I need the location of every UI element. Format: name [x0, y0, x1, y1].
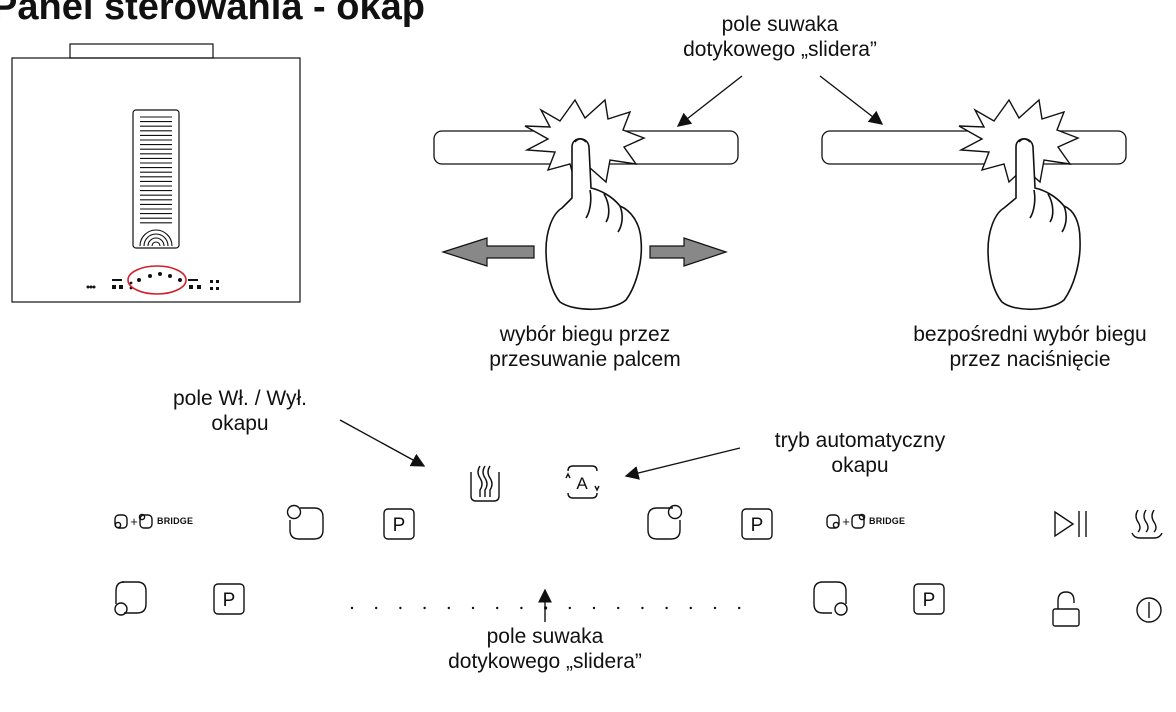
bridge-label-right: BRIDGE: [869, 516, 906, 526]
pointer-arrow: [676, 75, 743, 127]
slider-dot[interactable]: [496, 606, 499, 610]
power-icon[interactable]: [1136, 597, 1162, 623]
plus-sign: +: [130, 514, 138, 529]
swipe-right-arrow: [649, 237, 728, 267]
bridge-icon[interactable]: [114, 513, 153, 529]
program-icon[interactable]: [213, 583, 245, 615]
auto-label: A: [576, 474, 588, 493]
slider-dot[interactable]: [447, 606, 450, 610]
hood-vent-grille: [132, 109, 180, 249]
auto-mode-label: tryb automatyczny okapu: [774, 429, 946, 477]
slider-highlight-ellipse: [127, 265, 187, 295]
lock-icon[interactable]: [1052, 591, 1080, 627]
zone-rear-right-icon[interactable]: [647, 504, 683, 540]
swipe-left-arrow: [441, 237, 535, 267]
slider-dot[interactable]: [689, 606, 692, 610]
direct-select-label: bezpośredni wybór biegu przez naciśnięci…: [913, 323, 1147, 371]
plus-sign: +: [842, 514, 850, 529]
swipe-select-label: wybór biegu przez przesuwanie palcem: [489, 323, 681, 371]
pointer-arrow: [819, 75, 884, 125]
zone-front-left-icon[interactable]: [114, 581, 147, 616]
slider-field-label-top: pole suwaka dotykowego „slidera”: [683, 13, 877, 61]
program-label: P: [223, 590, 236, 611]
slider-dot[interactable]: [544, 606, 548, 610]
hood-auto-icon[interactable]: [565, 465, 600, 499]
hood-onoff-icon[interactable]: [470, 465, 500, 502]
page-title: Panel sterowania - okap: [0, 0, 425, 28]
program-label: P: [923, 590, 936, 611]
bridge-label-left: BRIDGE: [157, 516, 194, 526]
program-icon[interactable]: [913, 583, 945, 615]
bridge-icon[interactable]: [826, 513, 866, 529]
pointer-arrow: [624, 447, 741, 480]
slider-dot[interactable]: [617, 606, 620, 610]
slider-dot[interactable]: [520, 606, 523, 610]
program-label: P: [751, 515, 764, 536]
program-icon[interactable]: [741, 508, 773, 540]
zone-front-right-icon[interactable]: [813, 581, 848, 616]
zone-rear-left-icon[interactable]: [286, 504, 324, 540]
hand-icon: [987, 137, 1081, 311]
onoff-label: pole Wł. / Wył. okapu: [173, 387, 307, 435]
slider-dot[interactable]: [713, 606, 717, 610]
cooktop-outline: [11, 57, 301, 303]
hand-icon: [545, 137, 643, 311]
slider-dot[interactable]: [471, 606, 475, 610]
program-label: P: [393, 515, 406, 536]
slider-dot[interactable]: [641, 606, 644, 610]
slider-dot[interactable]: [423, 606, 426, 610]
slider-dot[interactable]: [399, 606, 402, 610]
pointer-arrow: [339, 419, 426, 467]
program-icon[interactable]: [383, 508, 415, 540]
play-pause-icon[interactable]: [1054, 510, 1087, 538]
keep-warm-icon[interactable]: [1131, 509, 1163, 539]
slider-dot[interactable]: [350, 606, 354, 610]
touch-slider[interactable]: [350, 606, 741, 610]
slider-field-label-bottom: pole suwaka dotykowego „slidera”: [448, 625, 642, 673]
slider-dot[interactable]: [738, 606, 741, 610]
slider-dot[interactable]: [665, 606, 668, 610]
slider-dot[interactable]: [568, 606, 571, 610]
slider-dot[interactable]: [375, 606, 378, 610]
slider-dot[interactable]: [592, 606, 596, 610]
